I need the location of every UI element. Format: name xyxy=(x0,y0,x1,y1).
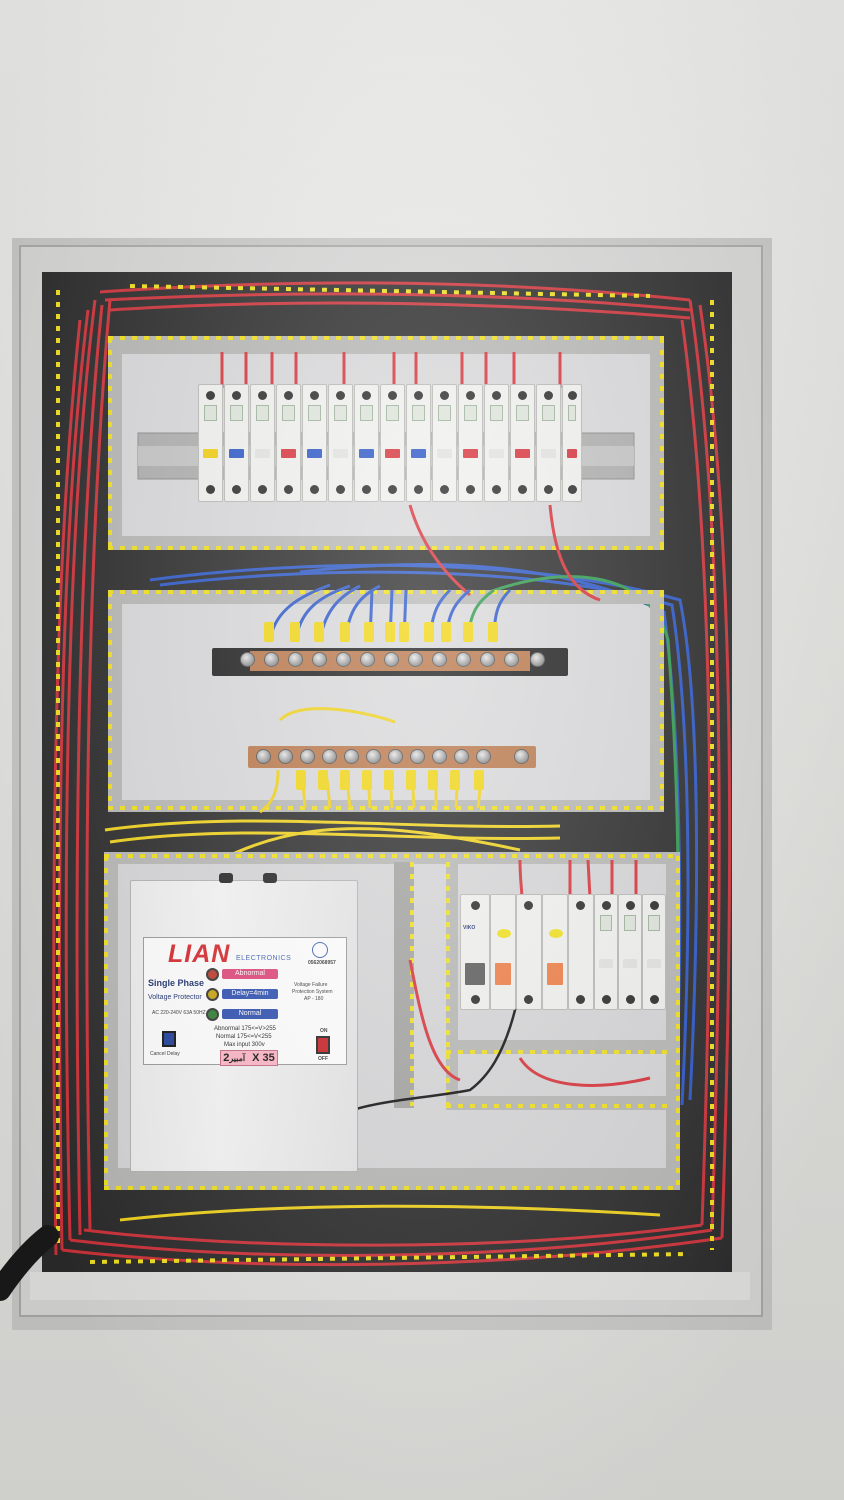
switch-on-label: ON xyxy=(320,1028,328,1034)
rcbo-1-pole[interactable] xyxy=(490,894,516,1010)
test-button[interactable] xyxy=(497,929,511,938)
status-normal: Normal xyxy=(222,1009,278,1019)
delay-led xyxy=(206,988,219,1001)
mcb-10[interactable] xyxy=(432,384,457,502)
rcbo-2-body[interactable] xyxy=(568,894,594,1010)
mcb-15[interactable] xyxy=(562,384,582,502)
mcb-2[interactable] xyxy=(224,384,249,502)
rcbo-brand: VIKO xyxy=(463,925,476,931)
breaker-feed-wires xyxy=(220,352,601,602)
cancel-delay-button[interactable] xyxy=(162,1031,176,1047)
status-delay: Delay=4min xyxy=(222,989,278,999)
mcb-8[interactable] xyxy=(380,384,405,502)
mcb-14[interactable] xyxy=(536,384,561,502)
mcb-lower-3[interactable] xyxy=(642,894,666,1010)
mcb-lower-2[interactable] xyxy=(618,894,642,1010)
mcb-11[interactable] xyxy=(458,384,483,502)
normal-led xyxy=(206,1008,219,1021)
rating-arabic: آمبير xyxy=(229,1054,246,1063)
cable-gland-right xyxy=(263,873,277,883)
lower-red-wires xyxy=(408,859,651,1087)
rating-value: 2 X 35 xyxy=(223,1052,275,1064)
mcb-row-top xyxy=(198,384,582,506)
brand-emblem-icon xyxy=(312,942,328,958)
protector-label: LIAN ELECTRONICS 0562068957 Single Phase… xyxy=(143,937,347,1066)
product-line-2: Voltage Protector xyxy=(148,994,202,1001)
mcb-6[interactable] xyxy=(328,384,353,502)
test-button-2[interactable] xyxy=(549,929,563,938)
current-rating: آمبير2 X 35 xyxy=(220,1050,278,1066)
yellow-wire-bundle xyxy=(104,707,661,1222)
phone-number: 0562068957 xyxy=(308,960,336,966)
model-number: AP - 180 xyxy=(304,996,324,1002)
max-input: Max input 300v xyxy=(224,1042,265,1048)
rcbo-1[interactable]: VIKO xyxy=(460,894,490,1010)
brand-logo: LIAN xyxy=(168,940,231,968)
status-abnormal: Abnormal xyxy=(222,969,278,979)
cable-duct-top xyxy=(108,336,664,550)
red-wire-bundle xyxy=(52,281,732,1267)
normal-range: Normal 175<=V<255 xyxy=(216,1034,272,1040)
mcb-13[interactable] xyxy=(510,384,535,502)
cancel-delay-label: Cancel Delay xyxy=(150,1051,180,1057)
rcbo-2[interactable] xyxy=(516,894,542,1010)
abnormal-range: Abnormal 175<=V>255 xyxy=(214,1026,276,1032)
mcb-9[interactable] xyxy=(406,384,431,502)
brand-subtitle: ELECTRONICS xyxy=(236,955,292,962)
mcb-3[interactable] xyxy=(250,384,275,502)
cable-gland-left xyxy=(219,873,233,883)
switch-off-label: OFF xyxy=(318,1056,328,1062)
mcb-5[interactable] xyxy=(302,384,327,502)
voltage-protector: LIAN ELECTRONICS 0562068957 Single Phase… xyxy=(130,873,358,1172)
breaker-group-lower: VIKO xyxy=(460,894,666,1012)
mcb-lower-1[interactable] xyxy=(594,894,618,1010)
product-line-1: Single Phase xyxy=(148,978,205,988)
mcb-7[interactable] xyxy=(354,384,379,502)
enclosure-bottom-lip xyxy=(30,1272,750,1300)
system-line-2: Protection System xyxy=(292,989,333,995)
duct-teeth-highlights xyxy=(56,284,714,1264)
system-line-1: Voltage Failure xyxy=(294,982,328,988)
spec-text: AC 220-240V 63A 50HZ xyxy=(152,1010,206,1016)
mcb-1[interactable] xyxy=(198,384,223,502)
supply-cable xyxy=(0,1225,59,1301)
abnormal-led xyxy=(206,968,219,981)
power-switch[interactable] xyxy=(316,1036,330,1054)
mcb-12[interactable] xyxy=(484,384,509,502)
mcb-4[interactable] xyxy=(276,384,301,502)
rcbo-2-pole[interactable] xyxy=(542,894,568,1010)
